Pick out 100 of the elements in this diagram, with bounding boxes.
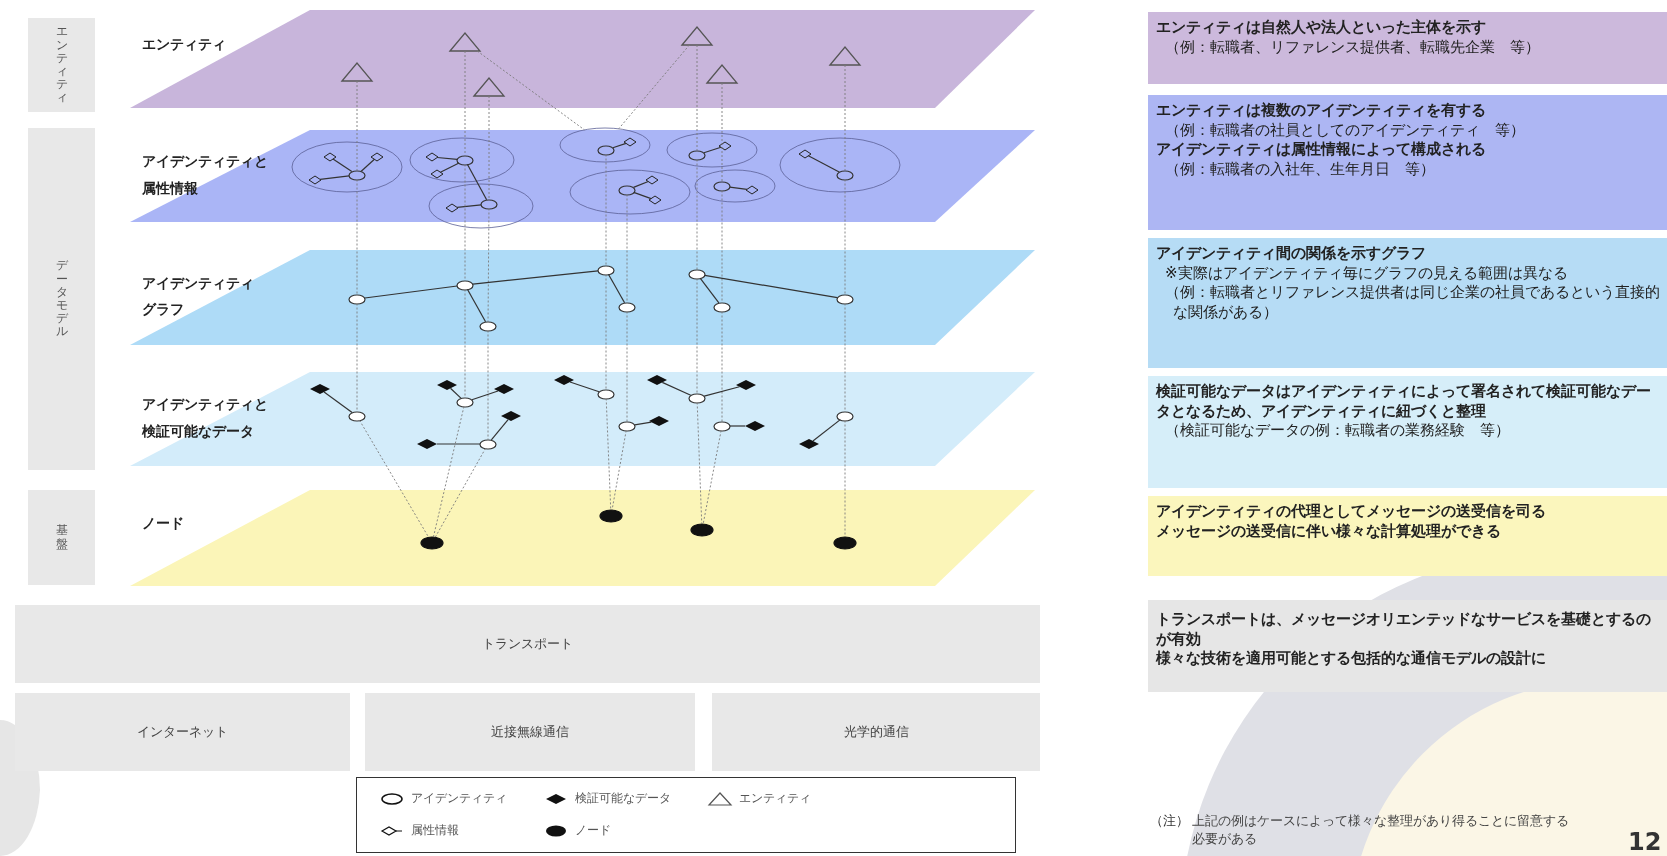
dotted-link-line <box>696 159 698 270</box>
legend-label: エンティティ <box>739 790 811 807</box>
link-line <box>449 387 462 399</box>
dotted-link-line <box>696 278 698 394</box>
note-mark: （注） <box>1150 812 1190 830</box>
link-line <box>466 163 488 201</box>
link-line <box>364 285 458 299</box>
link-line <box>439 162 460 173</box>
layer-name: インターネット <box>137 723 228 741</box>
link-line <box>632 180 649 188</box>
layer-box <box>15 693 350 771</box>
legend-label: 属性情報 <box>411 822 459 839</box>
description-text: アイデンティティは属性情報によって構成される <box>1156 140 1487 160</box>
link-line <box>607 273 626 304</box>
link-line <box>612 142 627 149</box>
dotted-link-line <box>844 64 846 171</box>
example-text: （例：転職者の社員としてのアイデンティティ 等） <box>1164 120 1526 140</box>
description-band <box>1148 95 1667 230</box>
description-band <box>1148 600 1667 692</box>
category-label: エンティティ <box>55 25 68 105</box>
dotted-link-line <box>605 398 612 511</box>
legend-label: ノード <box>575 822 611 839</box>
dotted-link-line <box>356 303 358 412</box>
description-text: 様々な技術を適用可能とする包括的な通信モデルの設計に <box>1156 649 1547 669</box>
link-line <box>661 381 692 396</box>
dotted-link-line <box>487 330 489 440</box>
legend-label: アイデンティティ <box>411 790 507 807</box>
dotted-link-line <box>721 82 723 182</box>
link-line <box>456 204 482 209</box>
dotted-link-line <box>611 430 627 511</box>
dotted-link-line <box>618 44 690 130</box>
layer-label: エンティティ <box>142 35 227 54</box>
link-line <box>436 443 481 445</box>
description-band <box>1148 12 1667 84</box>
dotted-link-line <box>605 154 607 266</box>
dotted-link-line <box>626 311 628 422</box>
dotted-link-line <box>721 190 723 303</box>
example-text: （例：転職者とリファレンス提供者は同じ企業の社員であるという直接的な関係がある） <box>1164 283 1661 322</box>
dotted-link-line <box>432 406 465 538</box>
link-line <box>569 381 600 393</box>
layer-name: 光学的通信 <box>843 723 909 741</box>
dotted-link-line <box>844 303 846 412</box>
layer-label: アイデンティティと属性情報 <box>142 152 269 198</box>
link-line <box>360 158 376 172</box>
example-text: ※実際はアイデンティティ毎にグラフの見える範囲は異なる <box>1164 263 1569 283</box>
dotted-link-line <box>464 289 466 398</box>
dotted-link-line <box>356 179 358 295</box>
layer-label: アイデンティティグラフ <box>142 273 255 320</box>
layer-label: アイデンティティと検証可能なデータ <box>142 395 269 441</box>
link-line <box>323 391 353 414</box>
dotted-link-line <box>626 194 628 303</box>
dotted-link-line <box>844 420 846 538</box>
note-text: 上記の例はケースによって様々な整理があり得ることに留意する必要がある <box>1192 812 1570 849</box>
example-text: （検証可能なデータの例：転職者の業務経験 等） <box>1164 421 1511 441</box>
link-line <box>729 425 746 427</box>
legend-label: 検証可能なデータ <box>575 790 671 807</box>
description-band <box>1148 496 1667 576</box>
page-number: 12 <box>1628 827 1663 856</box>
dotted-link-line <box>696 402 703 525</box>
link-line <box>633 191 652 200</box>
link-line <box>319 175 350 180</box>
description-text: エンティティは複数のアイデンティティを有する <box>1156 101 1487 121</box>
dotted-link-line <box>696 44 698 151</box>
dotted-link-line <box>702 430 722 525</box>
description-text: アイデンティティの代理としてメッセージの送受信を司る <box>1156 502 1547 522</box>
description-text: アイデンティティ間の関係を示すグラフ <box>1156 244 1427 264</box>
link-line <box>634 421 652 426</box>
link-line <box>704 274 838 299</box>
description-text: エンティティは自然人や法人といった主体を示す <box>1156 18 1487 38</box>
link-line <box>812 419 841 442</box>
description-text: 検証可能なデータはアイデンティティによって署名されて検証可能なデータとなるため、アイデンティティに紐づくと整理 <box>1156 382 1652 421</box>
description-text: トランスポートは、メッセージオリエンテッドなサービスを基礎とするのが有効 <box>1156 610 1652 649</box>
link-line <box>472 270 599 285</box>
layer-name: トランスポート <box>482 635 573 653</box>
dotted-link-line <box>359 419 430 538</box>
link-line <box>490 418 509 441</box>
link-line <box>807 155 840 173</box>
description-band <box>1148 376 1667 488</box>
dotted-link-line <box>464 50 466 156</box>
dotted-link-line <box>476 50 585 131</box>
link-line <box>436 156 458 160</box>
dotted-link-line <box>721 311 723 422</box>
category-label: データモデル <box>55 259 68 339</box>
dotted-link-line <box>487 208 490 322</box>
description-text: メッセージの送受信に伴い様々な計算処理ができる <box>1156 521 1502 541</box>
link-line <box>471 390 499 401</box>
dotted-link-line <box>356 80 358 171</box>
link-line <box>729 186 748 190</box>
link-line <box>332 158 353 173</box>
layer-name: 近接無線通信 <box>491 723 569 741</box>
description-band <box>1148 238 1667 368</box>
link-line <box>699 277 720 304</box>
dotted-link-line <box>605 274 607 390</box>
example-text: （例：転職者の入社年、生年月日 等） <box>1164 159 1436 179</box>
link-line <box>703 146 722 154</box>
link-line <box>703 386 741 397</box>
layer-label: ノード <box>142 514 185 533</box>
example-text: （例：転職者、リファレンス提供者、転職先企業 等） <box>1164 37 1541 57</box>
dotted-link-line <box>844 179 846 295</box>
link-line <box>466 288 487 323</box>
